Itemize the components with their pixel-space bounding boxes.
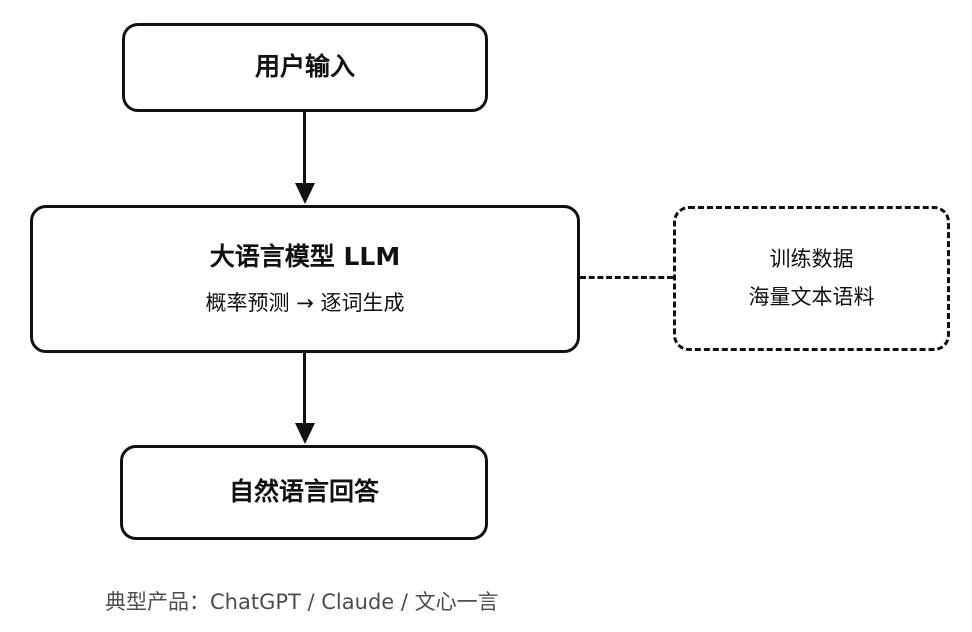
node-llm-subtitle: 概率预测 → 逐词生成 — [205, 291, 405, 316]
node-answer-label: 自然语言回答 — [228, 477, 379, 507]
node-training-data-line2: 海量文本语料 — [748, 285, 875, 309]
node-answer: 自然语言回答 — [120, 445, 488, 540]
arrow-llm-to-answer-line — [303, 353, 306, 424]
arrow-down-icon — [295, 423, 315, 444]
caption-typical-products: 典型产品：ChatGPT / Claude / 文心一言 — [105, 590, 499, 614]
node-training-data-line1: 训练数据 — [769, 246, 854, 271]
arrow-user-to-llm-line — [303, 112, 306, 184]
node-user-input-label: 用户输入 — [254, 52, 355, 82]
node-llm-title: 大语言模型 LLM — [209, 241, 401, 271]
dashed-connector-llm-training — [580, 276, 673, 279]
node-training-data: 训练数据 海量文本语料 — [673, 206, 950, 351]
node-user-input: 用户输入 — [122, 23, 488, 112]
arrow-down-icon — [295, 183, 315, 204]
node-llm: 大语言模型 LLM 概率预测 → 逐词生成 — [30, 205, 580, 353]
